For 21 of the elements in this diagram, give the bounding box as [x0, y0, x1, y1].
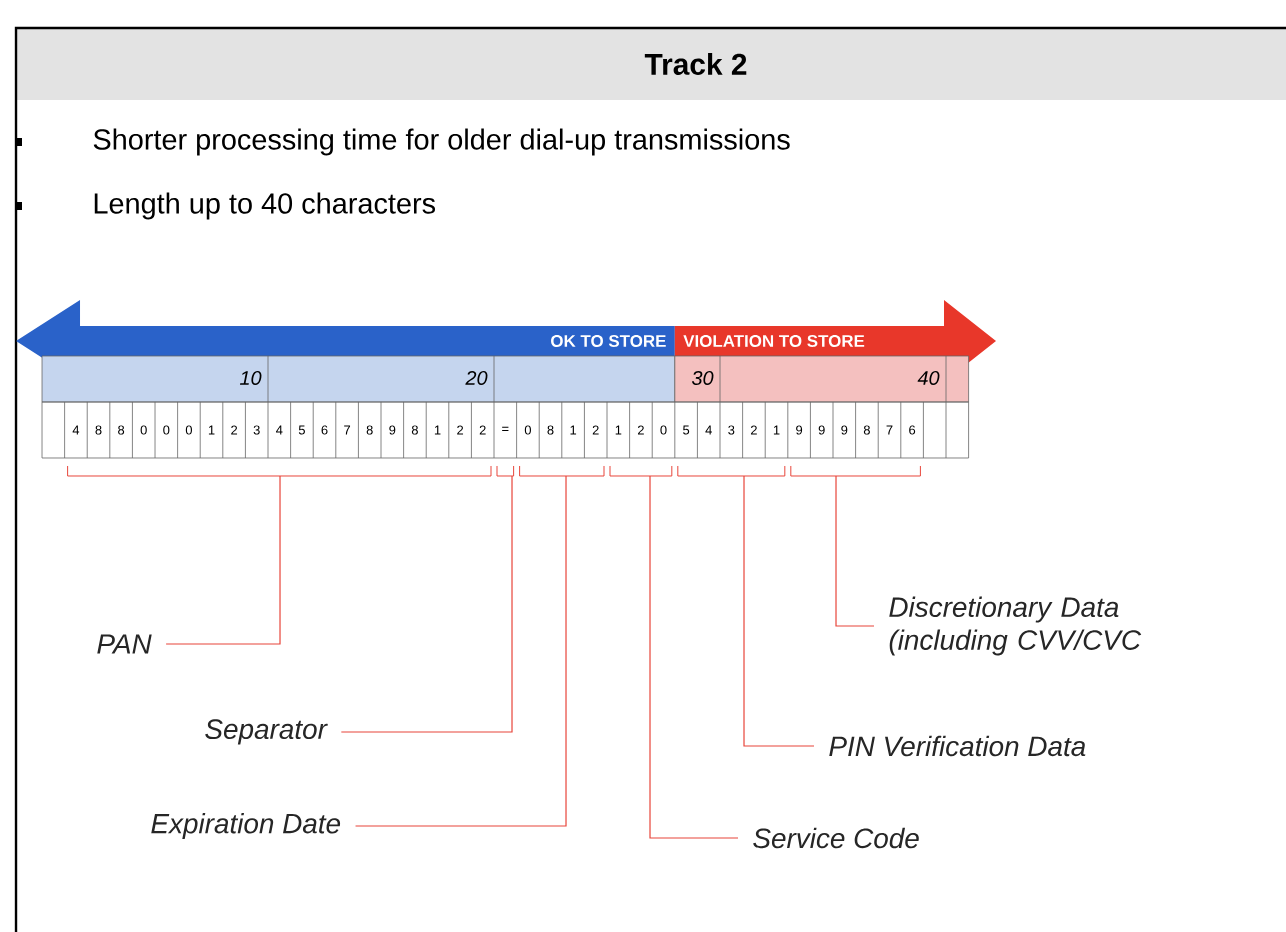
ruler-number: 40 — [917, 370, 940, 386]
field-label: Discretionary Data (including CVV/CVC — [889, 596, 1142, 656]
leader-line — [165, 475, 281, 645]
band-label: OK TO STORE — [551, 335, 666, 347]
ruler-number: 20 — [465, 370, 488, 386]
field-label: PIN Verification Data — [829, 735, 1086, 757]
field-label: Expiration Date — [151, 813, 341, 839]
bullet-text: Length up to 40 characters — [94, 192, 436, 220]
title: Track 2 — [644, 53, 747, 75]
bullet-text: Shorter processing time for older dial-up transmissions — [93, 128, 790, 156]
ruler-number: 10 — [240, 370, 262, 386]
field-label: Separator — [205, 719, 328, 745]
field-label: Service Code — [753, 827, 919, 849]
field-label: PAN — [97, 634, 152, 654]
leader-line — [649, 475, 739, 839]
leader-line — [354, 475, 567, 827]
leader-line — [743, 475, 815, 747]
ruler-number: 30 — [691, 370, 714, 386]
leader-line — [835, 475, 875, 627]
leader-line — [340, 475, 513, 733]
band-label: VIOLATION TO STORE — [683, 335, 865, 347]
